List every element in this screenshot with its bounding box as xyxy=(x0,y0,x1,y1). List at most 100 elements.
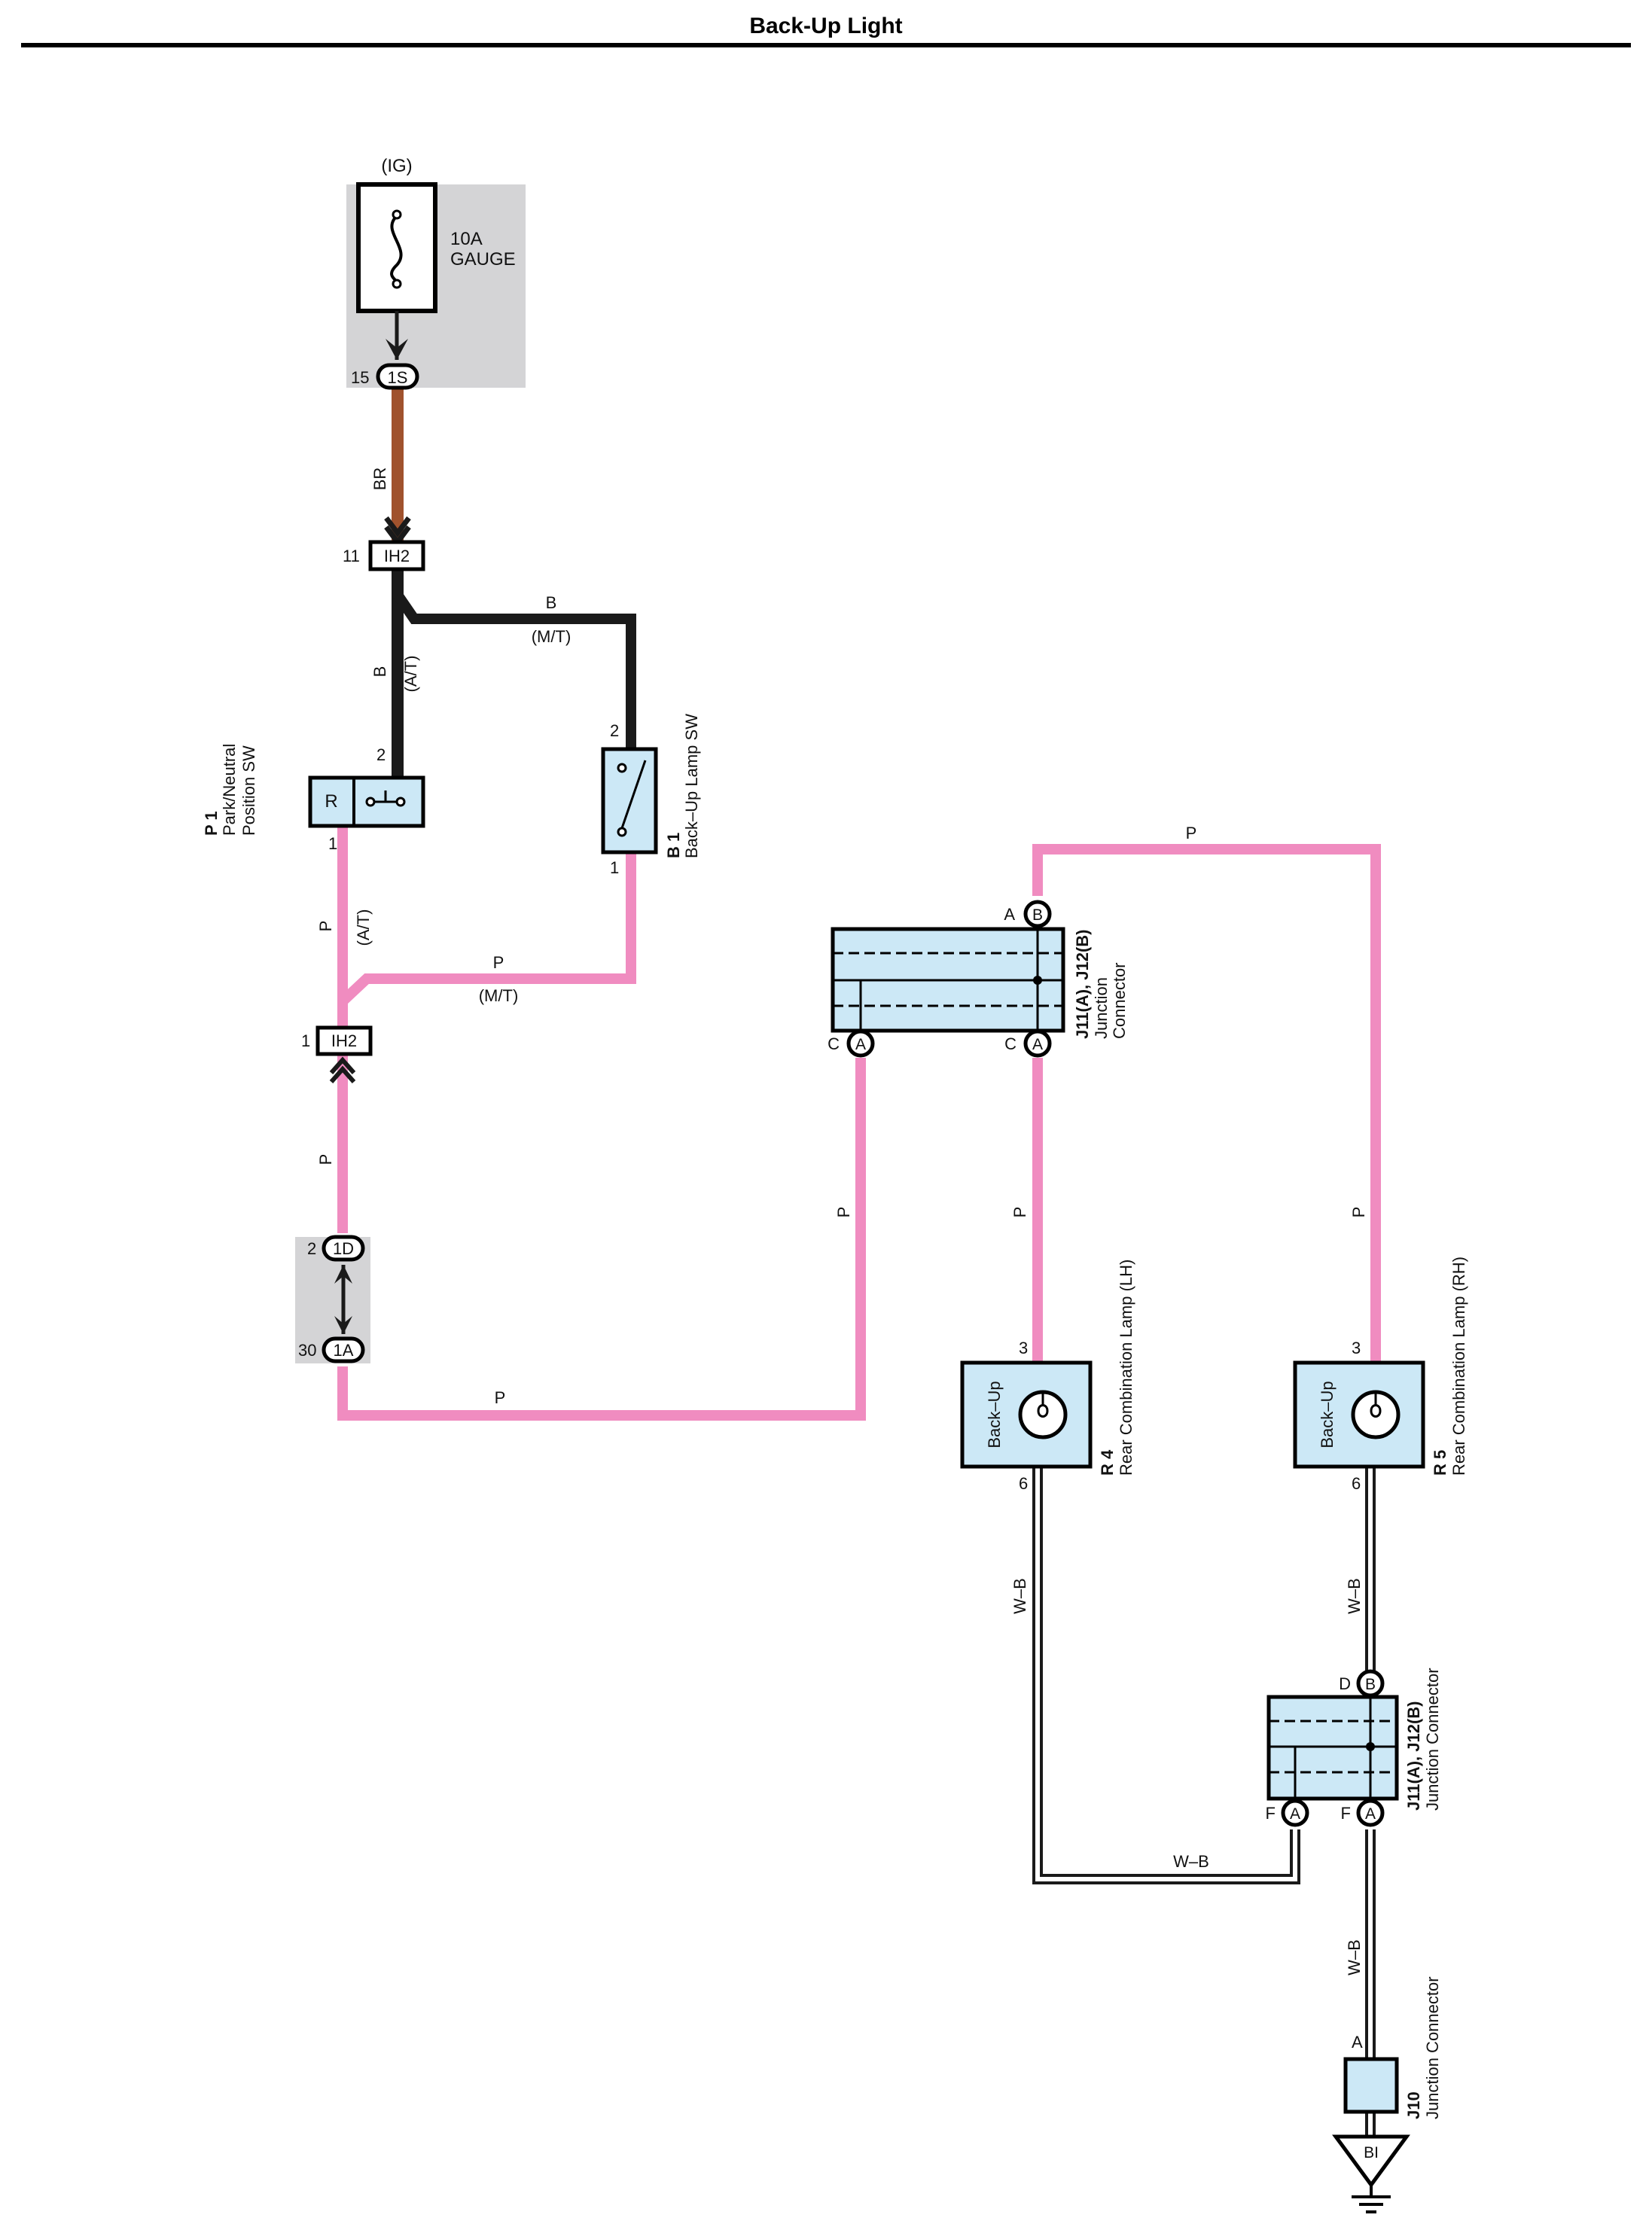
j10-connector xyxy=(1343,2057,1399,2114)
r4-lamp-label: Back–Up xyxy=(985,1381,1004,1448)
junction-lower-pin-top-circle: B xyxy=(1365,1676,1376,1693)
junction-lower-trace xyxy=(1294,1745,1370,1799)
junction-lower-pin-right xyxy=(1356,1799,1385,1827)
p1-label-r: R xyxy=(325,791,337,812)
junction-upper-pin-right-letter: C xyxy=(1004,1034,1016,1053)
junction-upper-node xyxy=(1033,976,1042,985)
r4-filament xyxy=(1037,1392,1049,1418)
fuse-terminal-bottom xyxy=(392,279,402,289)
ground-triangle xyxy=(1332,2134,1410,2189)
wire-label-at-top: (A/T) xyxy=(401,656,420,693)
r5-lamp-label: Back–Up xyxy=(1318,1381,1337,1448)
p1-contact-right xyxy=(395,797,406,807)
connector-arrow-ih2-top xyxy=(384,516,411,538)
r4-pin-bottom: 6 xyxy=(1019,1474,1028,1493)
ground-label: BI xyxy=(1364,2144,1379,2161)
fuse-name: GAUGE xyxy=(450,249,516,270)
arrow-down-icon-joint xyxy=(334,1316,352,1334)
wire-p-top-loop xyxy=(1032,844,1381,1363)
wire-label-mt-bottom: (M/T) xyxy=(479,986,519,1005)
junction-lower-pin-top xyxy=(1356,1669,1385,1698)
r5-code: R 5 xyxy=(1431,1450,1449,1476)
connector-ih2-top xyxy=(368,540,425,571)
wire-wb-r4-inner xyxy=(1035,1467,1297,1881)
junction-upper-pin-top xyxy=(1023,900,1052,928)
wire-label-p-junction-left: P xyxy=(834,1207,853,1218)
connector-1s-id: 1S xyxy=(388,368,408,387)
junction-upper-name-2: Connector xyxy=(1110,962,1129,1039)
r5-pin-top: 3 xyxy=(1352,1339,1361,1357)
arrow-up-icon xyxy=(334,1265,352,1284)
b1-contact-top xyxy=(617,763,627,773)
junction-upper-pin-top-circle: B xyxy=(1032,906,1043,924)
connector-arrow-ih2-bottom-2 xyxy=(329,1065,356,1083)
junction-lower-pin-left-letter: F xyxy=(1266,1804,1276,1823)
junction-lower-pin-left-circle: A xyxy=(1290,1805,1300,1823)
wire-label-p-r5: P xyxy=(1349,1207,1368,1218)
r4-name: Rear Combination Lamp (LH) xyxy=(1117,1260,1135,1476)
junction-upper-name-1: Junction xyxy=(1092,977,1111,1039)
wire-label-p-bottom: P xyxy=(495,1388,506,1407)
wire-label-wb-bottom: W–B xyxy=(1173,1852,1209,1871)
wire-b-mt xyxy=(393,592,636,749)
wire-label-wb-r5: W–B xyxy=(1345,1578,1364,1614)
r5-name: Rear Combination Lamp (RH) xyxy=(1449,1257,1468,1476)
connector-ih2-bottom xyxy=(315,1025,373,1056)
junction-lower-pin-left xyxy=(1281,1799,1309,1827)
r4-pin-top: 3 xyxy=(1019,1339,1028,1357)
wire-label-at-bottom: (A/T) xyxy=(354,909,373,946)
wire-label-br: BR xyxy=(370,468,389,491)
junction-upper-pin-top-letter: A xyxy=(1004,905,1015,924)
fuse-rating: 10A xyxy=(450,229,483,249)
p1-pin-bottom: 1 xyxy=(328,834,337,853)
junction-upper-pin-left xyxy=(846,1029,875,1058)
j10-pin: A xyxy=(1352,2033,1363,2052)
connector-arrow-ih2-bottom xyxy=(329,1056,356,1074)
connector-1d xyxy=(322,1235,365,1262)
junction-lower-pin-top-letter: D xyxy=(1339,1674,1351,1693)
connector-ih2-bottom-pin: 1 xyxy=(301,1031,310,1050)
connector-ih2-top-id: IH2 xyxy=(384,547,410,565)
r4-code: R 4 xyxy=(1098,1449,1117,1476)
r5-filament xyxy=(1370,1392,1382,1418)
junction-lower-node xyxy=(1366,1742,1375,1751)
b1-name: Back–Up Lamp SW xyxy=(682,714,701,858)
r5-pin-bottom: 6 xyxy=(1352,1474,1361,1493)
wire-label-p-mt: P xyxy=(493,953,504,972)
connector-1a-id: 1A xyxy=(334,1341,354,1360)
wire-label-p-r4: P xyxy=(1010,1207,1029,1218)
junction-upper-code: J11(A), J12(B) xyxy=(1073,929,1092,1039)
junction-lower-pin-right-letter: F xyxy=(1341,1804,1351,1823)
p1-code: P 1 xyxy=(202,811,221,836)
j10-code: J10 xyxy=(1404,2091,1423,2119)
connector-ih2-bottom-id: IH2 xyxy=(331,1031,357,1050)
power-circuit-label: (IG) xyxy=(381,156,412,176)
junction-lower-name: Junction Connector xyxy=(1423,1668,1442,1811)
junction-upper-pin-left-letter: C xyxy=(828,1034,840,1053)
junction-lower-pin-right-circle: A xyxy=(1365,1805,1376,1823)
arrow-down-icon xyxy=(386,339,408,360)
b1-pin-bottom: 1 xyxy=(610,858,619,877)
fuse-box xyxy=(356,182,437,313)
p1-name-2: Position SW xyxy=(239,745,258,836)
page-title: Back-Up Light xyxy=(749,14,903,38)
junction-upper-pin-right xyxy=(1023,1029,1052,1058)
junction-upper-pin-right-circle: A xyxy=(1032,1036,1043,1053)
wire-p-bottom xyxy=(337,1058,866,1421)
junction-lower-code: J11(A), J12(B) xyxy=(1404,1701,1423,1811)
wire-label-p-top-loop: P xyxy=(1186,824,1197,842)
p1-contact-left xyxy=(365,797,376,807)
junction-upper-trace xyxy=(859,979,1038,1031)
wire-label-b-at: B xyxy=(370,666,389,678)
wire-label-p-at: P xyxy=(316,921,335,932)
junction-upper-pin-left-circle: A xyxy=(855,1036,866,1053)
wire-p-mt xyxy=(339,852,636,1006)
wire-label-mt-top: (M/T) xyxy=(532,627,571,646)
j10-name: Junction Connector xyxy=(1423,1976,1442,2119)
fuse-terminal-top xyxy=(392,209,402,220)
connector-1a-pin: 30 xyxy=(298,1341,316,1360)
b1-code: B 1 xyxy=(664,833,683,858)
p1-name-1: Park/Neutral xyxy=(220,744,239,836)
connector-1s-pin: 15 xyxy=(351,368,369,387)
